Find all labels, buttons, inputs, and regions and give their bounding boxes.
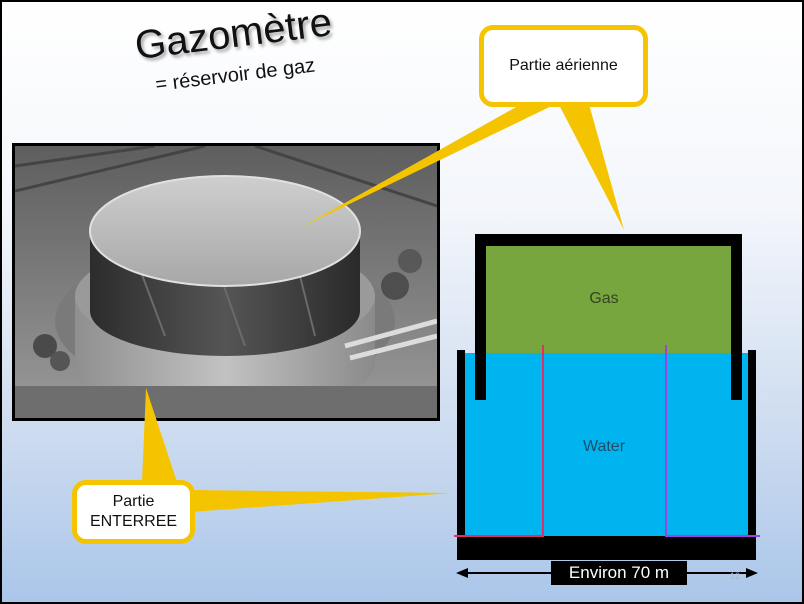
callout-enterree-line1: Partie	[112, 493, 155, 510]
callout-partie-aerienne: Partie aérienne	[479, 25, 648, 107]
pointer-enterree-to-tank	[190, 490, 452, 512]
tank-floor	[457, 536, 756, 560]
pointer-aerienne-to-photo	[302, 97, 570, 227]
gasholder-photo-illustration	[15, 146, 437, 418]
callout-enterree-line2: ENTERREE	[89, 513, 178, 530]
gasholder-photo	[12, 143, 440, 421]
tank-right-wall	[748, 350, 756, 544]
water-label: Water	[582, 438, 626, 455]
callout-aerienne-text: Partie aérienne	[509, 57, 618, 74]
callout-partie-enterree: Partie ENTERREE	[72, 480, 195, 544]
water-area	[461, 353, 756, 536]
pointer-enterree-to-photo	[142, 388, 177, 482]
gas-label: Gas	[589, 290, 619, 307]
bell-top	[475, 234, 742, 246]
bell-left-wall	[475, 234, 486, 400]
gas-area	[486, 246, 731, 353]
bell-right-wall	[731, 234, 742, 400]
tank-left-wall	[457, 350, 465, 544]
pipe-red	[454, 345, 544, 537]
dimension-arrow-right	[746, 568, 758, 578]
page-number: 12	[730, 571, 741, 581]
dimension-arrow-left	[456, 568, 468, 578]
pointer-aerienne-to-tank	[555, 97, 624, 230]
pipe-purple	[665, 345, 760, 537]
dimension-label: Environ 70 m	[551, 561, 687, 585]
